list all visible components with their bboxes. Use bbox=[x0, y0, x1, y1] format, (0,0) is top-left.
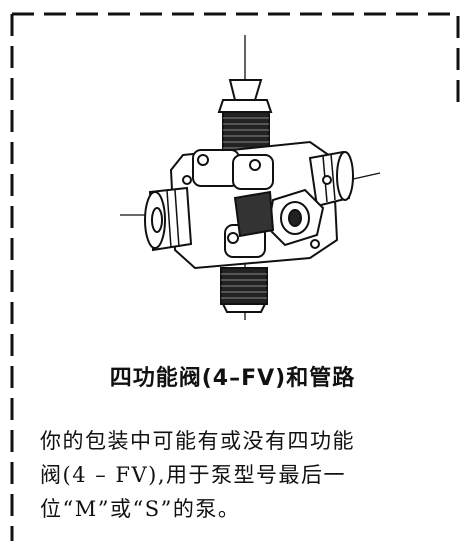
section-heading: 四功能阀(4–FV)和管路 bbox=[109, 366, 356, 391]
body-line: 阀(4 – FV),用于泵型号最后一 bbox=[40, 463, 347, 487]
body-line: 位“M”或“S”的泵。 bbox=[40, 497, 241, 521]
body-line: 你的包装中可能有或没有四功能 bbox=[40, 429, 355, 453]
body-paragraph: 你的包装中可能有或没有四功能 阀(4 – FV),用于泵型号最后一 位“M”或“… bbox=[40, 424, 450, 526]
four-function-valve-drawing bbox=[120, 35, 381, 320]
